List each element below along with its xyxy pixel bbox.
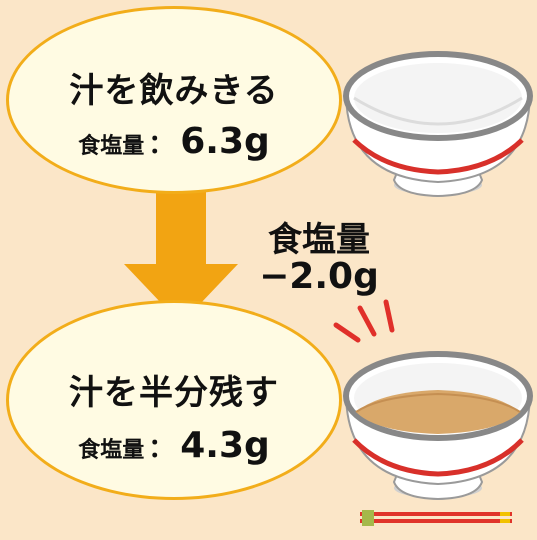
top-case-colon: ： <box>148 130 175 160</box>
bottom-case-salt-label: 食塩量 <box>78 438 145 463</box>
bowl-empty-icon <box>343 51 533 198</box>
bottom-case-salt: 食塩量：4.3g <box>9 425 339 466</box>
reduction-value: −2.0g <box>259 256 379 297</box>
bottom-case-salt-value: 4.3g <box>180 425 270 466</box>
top-case-salt: 食塩量：6.3g <box>9 121 339 162</box>
chopsticks-icon <box>360 510 512 526</box>
bottom-case-colon: ： <box>148 434 175 464</box>
bottom-case-bubble: 汁を半分残す 食塩量：4.3g <box>6 300 342 500</box>
bowl-with-soup-icon <box>343 351 533 501</box>
top-case-salt-label: 食塩量 <box>78 134 145 159</box>
top-case-bubble: 汁を飲みきる 食塩量：6.3g <box>6 6 342 194</box>
arrow-down-icon <box>124 190 238 324</box>
top-case-title: 汁を飲みきる <box>69 71 279 111</box>
emphasis-marks-icon <box>333 299 395 343</box>
reduction-label: 食塩量 <box>268 220 370 260</box>
top-case-salt-value: 6.3g <box>180 121 270 162</box>
bottom-case-title: 汁を半分残す <box>69 373 279 413</box>
